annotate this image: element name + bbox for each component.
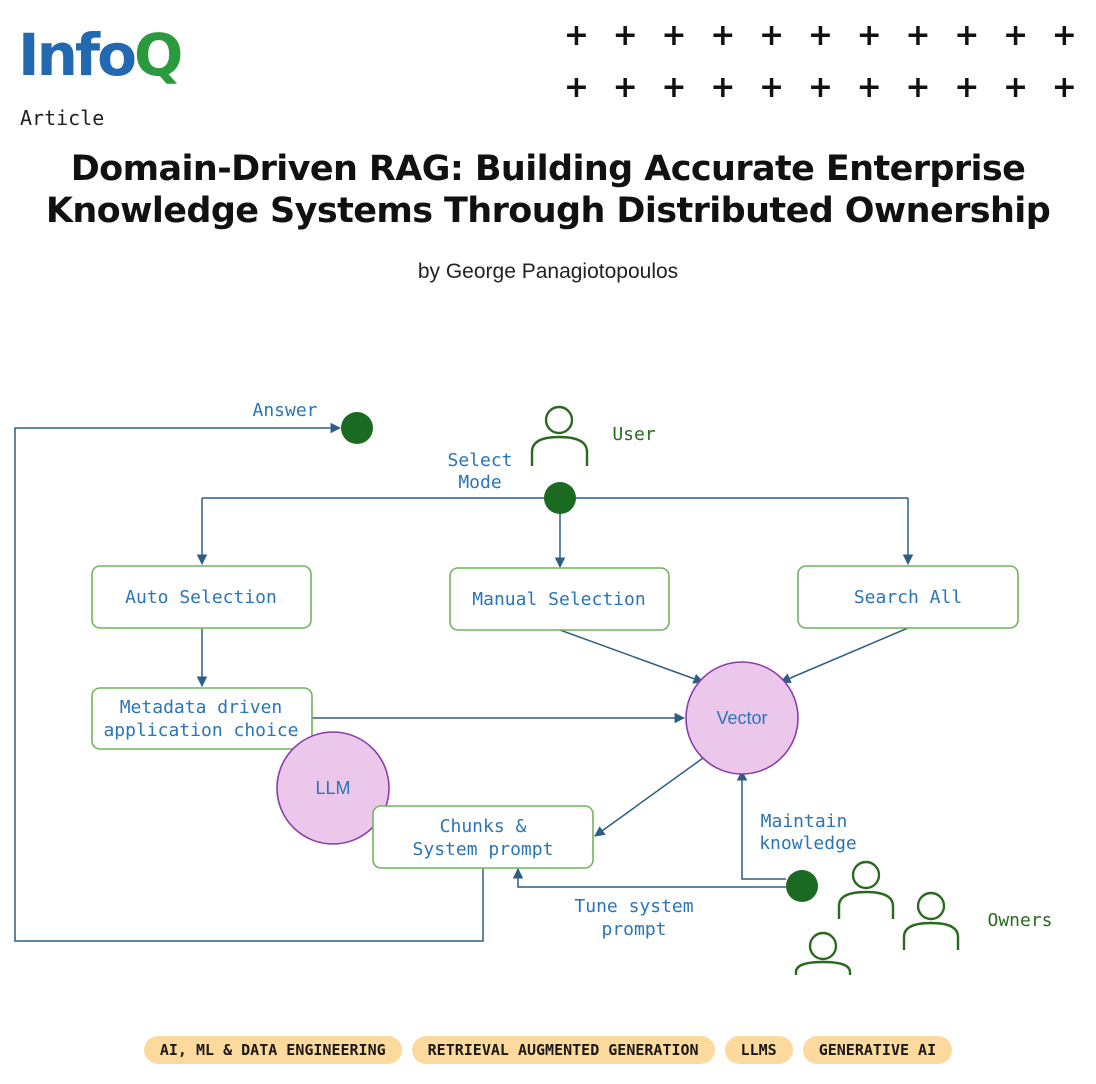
search-all-box: Search All: [797, 565, 1019, 629]
author-byline: by George Panagiotopoulos: [417, 260, 679, 283]
owner-icon-3: [794, 931, 852, 975]
metadata-choice-box: Metadata driven application choice: [91, 687, 313, 750]
llm-label: LLM: [315, 778, 350, 798]
llm-node: LLM: [276, 731, 390, 845]
user-label: User: [612, 424, 656, 445]
infoq-logo[interactable]: InfoQ: [18, 26, 183, 84]
logo-q-text: Q: [133, 21, 183, 89]
tag-ai-ml-data-engineering[interactable]: AI, ML & DATA ENGINEERING: [143, 1036, 402, 1064]
owners-label: Owners: [987, 910, 1052, 931]
title-line-1: Domain-Driven RAG: Building Accurate Ent…: [70, 149, 1026, 189]
auto-selection-box: Auto Selection: [91, 565, 312, 629]
metadata-label-line1: Metadata driven: [120, 697, 283, 718]
manual-selection-box: Manual Selection: [449, 567, 670, 631]
select-mode-label-line2: Mode: [458, 472, 501, 493]
vector-label: Vector: [716, 708, 767, 728]
owner-icon-2: [902, 891, 960, 950]
search-all-label: Search All: [854, 587, 962, 608]
chunks-label-line1: Chunks &: [440, 816, 527, 837]
edge-owners-to-chunks: [512, 867, 786, 888]
chunks-label-line2: System prompt: [413, 839, 554, 860]
auto-selection-label: Auto Selection: [125, 587, 277, 608]
edge-manual-to-vector: [559, 629, 704, 684]
maintain-knowledge-label-line1: Maintain: [761, 811, 848, 832]
owner-icon-1: [837, 860, 895, 919]
logo-info-text: Info: [18, 21, 137, 89]
answer-label: Answer: [252, 400, 317, 421]
tag-llms[interactable]: LLMS: [724, 1036, 793, 1064]
title-line-2: Knowledge Systems Through Distributed Ow…: [45, 191, 1051, 231]
edge-owners-to-vector: [736, 769, 786, 880]
select-mode-label-line1: Select: [447, 450, 512, 471]
manual-selection-label: Manual Selection: [472, 589, 645, 610]
metadata-label-line2: application choice: [103, 720, 298, 741]
diagram-edges: [14, 422, 914, 942]
select-mode-dot: [544, 482, 576, 514]
plus-pattern-decoration: +++++++++++ +++++++++++: [563, 18, 1077, 105]
edge-search-all-to-vector: [780, 627, 909, 684]
user-icon: [530, 405, 589, 466]
edge-vector-to-chunks: [594, 757, 704, 837]
page-title: Domain-Driven RAG: Building Accurate Ent…: [40, 148, 1056, 232]
owners-dot: [786, 870, 818, 902]
tag-generative-ai[interactable]: GENERATIVE AI: [802, 1036, 953, 1064]
topic-tags: AI, ML & DATA ENGINEERING RETRIEVAL AUGM…: [0, 1036, 1096, 1064]
vector-node: Vector: [685, 661, 799, 775]
tag-retrieval-augmented-generation[interactable]: RETRIEVAL AUGMENTED GENERATION: [411, 1036, 715, 1064]
answer-dot: [341, 412, 373, 444]
tune-prompt-label-line1: Tune system: [574, 896, 693, 917]
tune-prompt-label-line2: prompt: [601, 919, 666, 940]
edge-chunks-to-answer: [14, 422, 484, 942]
maintain-knowledge-label-line2: knowledge: [759, 833, 857, 854]
rag-flow-diagram: Answer User Select Mode Auto Selection M…: [14, 400, 1053, 975]
article-label: Article: [20, 106, 105, 130]
chunks-system-prompt-box: Chunks & System prompt: [372, 805, 594, 869]
